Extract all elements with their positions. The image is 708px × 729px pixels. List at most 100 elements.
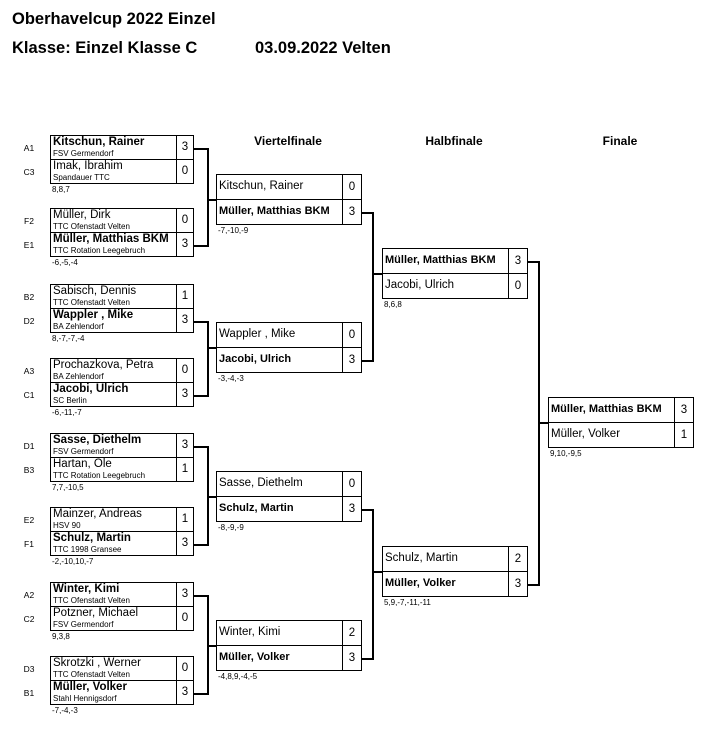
seed-label: A3 — [23, 366, 35, 376]
match-result: -8,-9,-9 — [218, 523, 244, 532]
score-cell: 3 — [176, 531, 194, 556]
score-cell: 1 — [176, 507, 194, 532]
bracket-line — [207, 199, 216, 201]
match-result: 8,6,8 — [384, 300, 402, 309]
match-result: -4,8,9,-4,-5 — [218, 672, 258, 681]
player-name: Skrotzki , Werner — [53, 657, 141, 669]
player-box — [50, 159, 177, 184]
club-name: TTC Rotation Leegebruch — [53, 471, 146, 480]
score-cell: 3 — [176, 582, 194, 607]
score-cell: 3 — [176, 135, 194, 160]
match-result: 7,7,-10,5 — [52, 483, 84, 492]
round-heading-semifinal: Halbfinale — [425, 134, 483, 148]
player-box — [50, 457, 177, 482]
match-result: -3,-4,-3 — [218, 374, 244, 383]
bracket-line — [207, 645, 216, 647]
score-cell: 0 — [176, 159, 194, 184]
club-name: TTC Ofenstadt Velten — [53, 298, 130, 307]
score-cell: 3 — [342, 199, 362, 225]
club-name: BA Zehlendorf — [53, 322, 104, 331]
seed-label: D2 — [23, 316, 35, 326]
player-name: Jacobi, Ulrich — [385, 279, 455, 291]
bracket-line — [362, 658, 373, 660]
bracket-line — [528, 261, 539, 263]
score-cell: 3 — [176, 433, 194, 458]
club-name: HSV 90 — [53, 521, 81, 530]
player-name: Jacobi, Ulrich — [219, 353, 292, 365]
score-cell: 3 — [176, 308, 194, 333]
player-box — [216, 174, 343, 200]
round-heading-final: Finale — [602, 134, 638, 148]
bracket-line — [194, 320, 208, 323]
tournament-title: Oberhavelcup 2022 Einzel — [12, 10, 216, 28]
score-cell: 3 — [342, 347, 362, 373]
score-cell: 1 — [176, 457, 194, 482]
club-name: Stahl Hennigsdorf — [53, 694, 117, 703]
match-result: -6,-5,-4 — [52, 258, 78, 267]
match-result: -6,-11,-7 — [52, 408, 82, 417]
player-box — [50, 382, 177, 407]
seed-label: A1 — [23, 143, 35, 153]
bracket-line — [207, 147, 209, 247]
player-box — [50, 308, 177, 333]
bracket-line — [207, 445, 209, 546]
player-box — [50, 531, 177, 556]
club-name: FSV Germendorf — [53, 447, 114, 456]
seed-label: C3 — [23, 167, 35, 177]
player-name: Schulz, Martin — [219, 502, 294, 514]
club-name: TTC Ofenstadt Velten — [53, 596, 130, 605]
round-heading-quarterfinal: Viertelfinale — [254, 134, 322, 148]
player-name: Müller, Volker — [551, 428, 621, 440]
score-cell: 0 — [176, 656, 194, 681]
bracket-line — [194, 543, 208, 546]
player-name: Schulz, Martin — [385, 552, 458, 564]
bracket-line — [372, 509, 374, 660]
club-name: Spandauer TTC — [53, 173, 110, 182]
club-name: SC Berlin — [53, 396, 87, 405]
seed-label: F2 — [24, 216, 34, 226]
player-name: Müller, Matthias BKM — [219, 205, 330, 217]
match-result: -2,-10,10,-7 — [52, 557, 94, 566]
bracket-line — [538, 422, 548, 424]
match-result: -7,-4,-3 — [52, 706, 78, 715]
player-box — [50, 232, 177, 257]
match-result: 9,3,8 — [52, 632, 70, 641]
player-box — [216, 645, 343, 671]
seed-label: D3 — [23, 664, 35, 674]
player-name: Müller, Volker — [53, 681, 127, 693]
seed-label: B2 — [23, 292, 35, 302]
player-name: Wappler , Mike — [53, 309, 134, 321]
player-name: Müller, Volker — [219, 651, 290, 663]
score-cell: 0 — [508, 273, 528, 299]
player-name: Jacobi, Ulrich — [53, 383, 129, 395]
player-box — [50, 507, 177, 532]
bracket-line — [194, 692, 208, 695]
player-box — [216, 322, 343, 348]
bracket-line — [372, 273, 382, 275]
seed-label: B1 — [23, 688, 35, 698]
score-cell: 3 — [508, 571, 528, 597]
bracket-line — [194, 594, 208, 597]
player-box — [548, 422, 675, 448]
bracket-line — [207, 496, 216, 498]
club-name: FSV Germendorf — [53, 620, 114, 629]
match-result: 5,9,-7,-11,-11 — [384, 598, 431, 607]
player-name: Imak, Ibrahim — [53, 160, 123, 172]
score-cell: 2 — [342, 620, 362, 646]
score-cell: 2 — [508, 546, 528, 572]
player-box — [382, 273, 509, 299]
club-name: BA Zehlendorf — [53, 372, 104, 381]
player-name: Sasse, Diethelm — [219, 477, 303, 489]
score-cell: 0 — [176, 606, 194, 631]
bracket-line — [528, 584, 539, 586]
club-name: TTC Ofenstadt Velten — [53, 670, 130, 679]
player-name: Potzner, Michael — [53, 607, 139, 619]
bracket-line — [362, 509, 373, 511]
player-name: Sasse, Diethelm — [53, 434, 142, 446]
player-name: Wappler , Mike — [219, 328, 296, 340]
player-name: Müller, Dirk — [53, 209, 111, 221]
score-cell: 0 — [176, 208, 194, 233]
player-name: Müller, Matthias BKM — [53, 233, 169, 245]
player-name: Winter, Kimi — [219, 626, 281, 638]
score-cell: 0 — [342, 471, 362, 497]
